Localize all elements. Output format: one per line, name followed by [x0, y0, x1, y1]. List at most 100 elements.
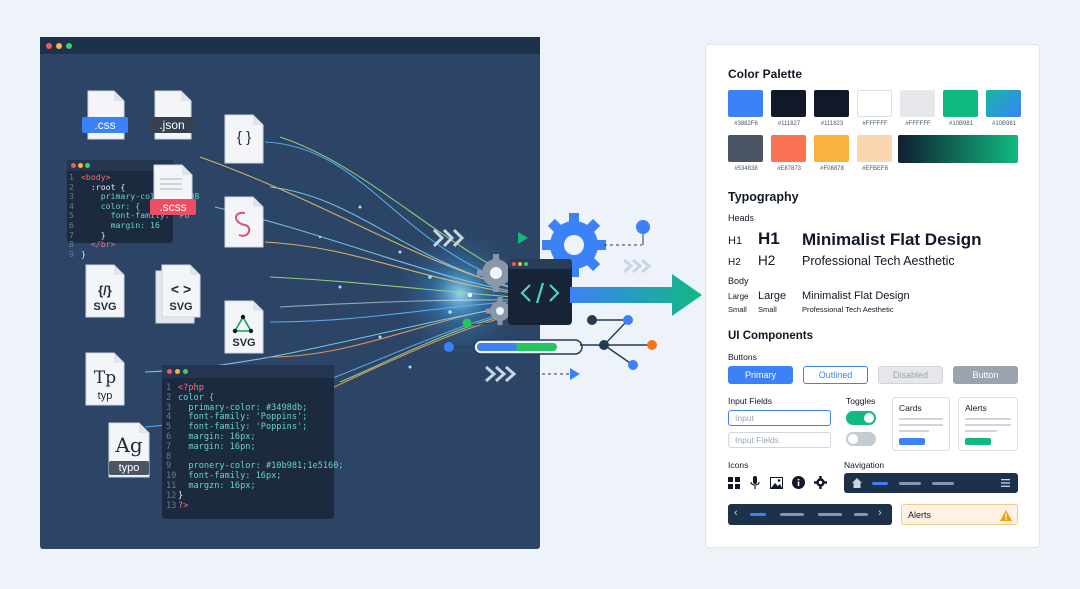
nav-item-active[interactable] [872, 482, 888, 485]
transform-pipeline [432, 213, 652, 383]
minimize-dot-icon[interactable] [56, 43, 62, 49]
buttons-label: Buttons [728, 352, 757, 362]
outlined-button[interactable]: Outlined [803, 366, 868, 384]
color-swatch[interactable] [814, 90, 849, 117]
text-input-focused[interactable]: Input [728, 410, 831, 426]
code-line: 3 primary-color: #3498db; [166, 402, 308, 413]
braces-glyph: { } [236, 129, 252, 146]
color-swatch[interactable] [728, 90, 763, 117]
h2-sample-tag: H2 [758, 253, 776, 268]
close-dot-icon[interactable] [46, 43, 52, 49]
page-item[interactable] [818, 513, 842, 516]
svg-markup-file-icon: < > SVG [154, 263, 202, 325]
h1-tag: H1 [728, 235, 743, 247]
primary-button[interactable]: Primary [728, 366, 793, 384]
code-line: 10 font-family: 16px; [166, 471, 282, 482]
swatch-hex-label: #FFFFFF [905, 121, 931, 127]
output-arrow-icon [570, 274, 702, 316]
color-swatch[interactable] [771, 135, 806, 162]
svg-code-glyph: {/} [98, 283, 112, 298]
color-swatch[interactable] [728, 135, 763, 162]
input-fields-label: Input Fields [728, 396, 772, 406]
h2-sample-text: Professional Tech Aesthetic [802, 254, 955, 268]
code-line: 1<?php [166, 383, 204, 393]
gear-icon[interactable] [814, 476, 827, 489]
pagination-bar: ‹ › [728, 504, 892, 525]
code-line: 7 margin: 16pn; [166, 441, 256, 452]
warning-icon [1000, 510, 1012, 521]
gray-button[interactable]: Button [953, 366, 1018, 384]
code-line: 5 font-family: 'Po [69, 210, 190, 221]
sass-file-icon [223, 195, 265, 249]
code-line: 9} [69, 248, 86, 259]
ag-glyph: Ag [115, 433, 143, 457]
typ-label: typ [97, 390, 113, 402]
json-file-icon: .json [149, 89, 195, 141]
code-line: 7 } [69, 229, 106, 240]
chevron-right-icon[interactable]: › [878, 507, 882, 519]
gradient-swatch[interactable] [898, 135, 1018, 163]
heads-label: Heads [728, 213, 755, 223]
page-item-active[interactable] [750, 513, 766, 516]
navigation-label: Navigation [844, 460, 885, 470]
home-icon[interactable] [852, 478, 862, 488]
body-label: Body [728, 276, 749, 286]
color-swatch[interactable] [814, 135, 849, 162]
code-line: 4 font-family: 'Poppins'; [166, 412, 308, 423]
grid-icon[interactable] [728, 477, 740, 489]
json-label: .json [149, 117, 195, 133]
card-component[interactable]: Cards [892, 397, 950, 451]
h1-sample-tag: H1 [758, 229, 780, 248]
color-swatch[interactable] [857, 135, 892, 162]
code-line: 4 color: { [69, 200, 141, 211]
alert-card-action-button[interactable] [965, 438, 991, 445]
node-graph [580, 315, 657, 370]
card-action-button[interactable] [899, 438, 925, 445]
braces-file-icon: { } [223, 113, 265, 165]
style-guide-card: Color Palette Typography Heads H1 H1 Min… [705, 44, 1040, 548]
microphone-icon[interactable] [750, 476, 760, 489]
swatch-hex-label: #EFBEF8 [861, 166, 888, 172]
chevron-left-icon[interactable]: ‹ [734, 507, 738, 519]
large-sample-tag: Large [758, 290, 787, 302]
warning-alert[interactable]: Alerts [901, 504, 1018, 525]
typo-label: typo [109, 461, 149, 475]
toggle-on[interactable] [846, 411, 876, 425]
svg-code-file-icon: {/} SVG [84, 263, 126, 319]
info-icon[interactable] [792, 476, 805, 489]
small-sample-tag: Small [758, 305, 777, 314]
image-icon[interactable] [770, 477, 783, 489]
swatch-hex-label: #F08878 [820, 166, 844, 172]
page-item[interactable] [854, 513, 868, 516]
typography-title: Typography [728, 190, 799, 204]
color-swatch[interactable] [771, 90, 806, 117]
nav-item[interactable] [899, 482, 921, 485]
alert-text: Alerts [908, 510, 932, 520]
color-swatch[interactable] [900, 90, 935, 117]
typ-file-icon: Tp typ [84, 351, 126, 407]
swatch-hex-label: #FFFFFF [862, 121, 888, 127]
maximize-dot-icon[interactable] [66, 43, 72, 49]
svg-vector-label: SVG [232, 337, 256, 349]
color-swatch[interactable] [857, 90, 892, 117]
text-input[interactable]: Input Fields [728, 432, 831, 448]
page-item[interactable] [780, 513, 804, 516]
svg-markup-label: SVG [169, 301, 193, 313]
small-tag: Small [728, 305, 747, 314]
color-swatch[interactable] [943, 90, 978, 117]
menu-icon[interactable] [1001, 479, 1010, 487]
swatch-hex-label: #10B981 [948, 121, 974, 127]
code-line: 8 [166, 451, 172, 462]
swatch-hex-label: #534838 [734, 166, 758, 172]
swatch-hex-label: #3882F6 [734, 121, 758, 127]
typo-file-icon: Ag typo [107, 421, 151, 479]
color-swatch[interactable] [986, 90, 1021, 117]
nav-item[interactable] [932, 482, 954, 485]
toggle-off[interactable] [846, 432, 876, 446]
disabled-button: Disabled [878, 366, 943, 384]
window-titlebar [40, 37, 540, 54]
css-label: .css [82, 117, 128, 133]
alert-card-component[interactable]: Alerts [958, 397, 1018, 451]
